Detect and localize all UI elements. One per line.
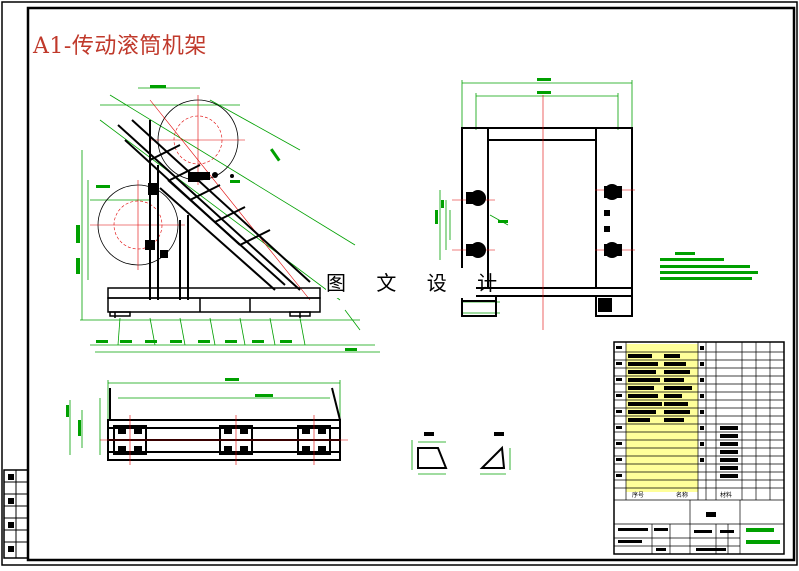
section-labels: [424, 432, 504, 436]
side-view: [435, 78, 635, 330]
title-block: 序号 名称 材料: [613, 341, 785, 555]
top-view-centerlines: [100, 415, 348, 465]
parts-list-headers: 序号 名称 材料: [632, 491, 732, 499]
top-view: [66, 378, 348, 465]
side-view-bearing-blocks: [462, 184, 622, 312]
watermark-label: 图 文 设 计: [326, 268, 497, 298]
top-view-dim-labels: [66, 378, 273, 436]
front-view-centerlines: [90, 95, 311, 301]
front-view-base: [107, 287, 321, 318]
drawing-title: A1-传动滚筒机架: [33, 34, 207, 59]
header-name: 名称: [676, 491, 688, 499]
front-view: [76, 85, 380, 353]
header-material: 材料: [720, 491, 732, 499]
front-view-dimensions: [80, 87, 380, 353]
front-view-bearings: [145, 172, 234, 258]
parts-list-grid: [614, 342, 784, 554]
section-b: [479, 445, 506, 469]
binding-strip: [3, 469, 29, 559]
section-dimensions: [411, 440, 511, 475]
header-seq: 序号: [632, 491, 644, 499]
technical-notes: [660, 252, 758, 280]
section-views: [411, 432, 511, 475]
drawing-code: [746, 528, 780, 544]
side-view-dim-labels: [435, 78, 551, 224]
parts-list-entries: [616, 346, 738, 551]
front-view-dim-labels: [76, 85, 357, 351]
section-a: [417, 447, 448, 469]
side-view-frame: [461, 127, 633, 317]
front-view-truss: [117, 119, 311, 300]
top-view-bolts: [118, 428, 326, 452]
top-view-dimensions: [69, 380, 341, 455]
